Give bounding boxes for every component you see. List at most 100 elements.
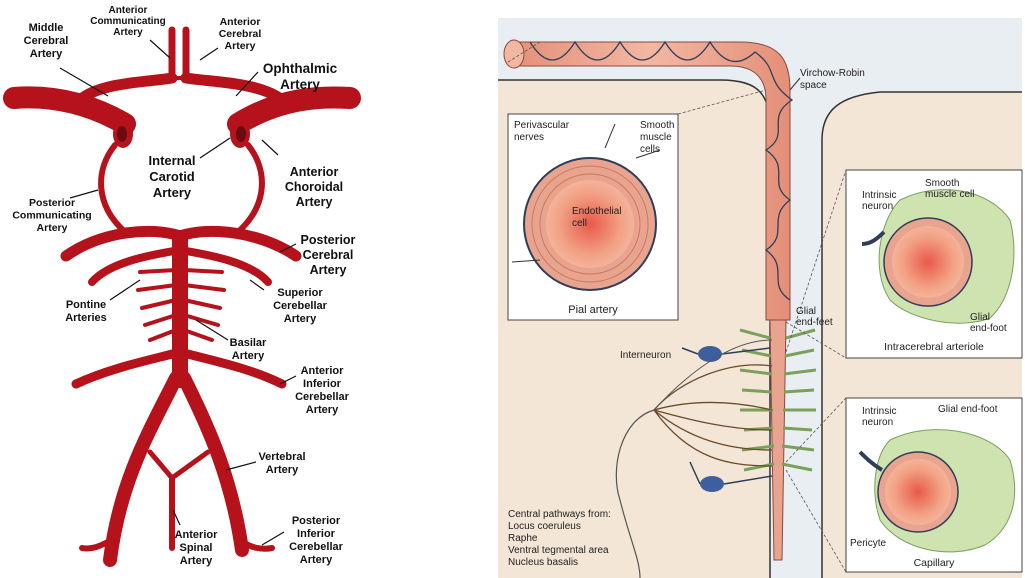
label-anterior-choroidal-artery-line-3: Artery [296,195,333,209]
neurovascular-unit-diagram: Perivascularnerves Smoothmusclecells End… [498,18,1022,578]
label-central-pathways-line-3: Raphe [508,533,538,544]
label-superior-cerebellar-artery-line-3: Artery [284,313,317,325]
label-anterior-spinal-artery-line-2: Spinal [179,542,212,554]
label-anterior-choroidal-artery-line-2: Choroidal [285,180,343,194]
anterior-inferior-cerebellar-left [76,352,180,384]
label-vertebral-artery: VertebralArtery [258,451,305,476]
label-anterior-choroidal-artery: AnteriorChoroidalArtery [285,165,343,209]
label-posterior-inferior-cerebellar-artery-line-1: Posterior [292,515,341,527]
capillary-lumen [885,459,951,525]
label-smooth-muscle-cell-line-1: Smooth [925,178,959,189]
label-anterior-spinal-artery-line-1: Anterior [175,529,219,541]
posterior-communicating-left [101,145,125,232]
interneuron-cell-lower [700,476,724,492]
label-middle-cerebral-artery-line-3: Artery [30,48,63,60]
leader-pica [262,532,284,545]
label-intrinsic-neuron-bottom-line-2: neuron [862,417,893,428]
leader-anterior-cerebral [200,48,218,60]
label-central-pathways-line-2: Locus coeruleus [508,521,581,532]
interneuron-cell-upper [698,346,722,362]
label-smooth-muscle-cells-line-2: muscle [640,132,672,143]
label-posterior-cerebral-artery-line-1: Posterior [301,233,356,247]
pial-artery-lumen [546,180,634,268]
label-pericyte: Pericyte [850,538,887,549]
label-posterior-cerebral-artery-line-2: Cerebral [303,248,354,262]
label-intrinsic-neuron-top-line-2: neuron [862,201,893,212]
label-ophthalmic-artery-line-2: Artery [280,77,320,92]
label-intrinsic-neuron-top-line-1: Intrinsic [862,190,896,201]
label-anterior-communicating-artery-line-1: Anterior [109,5,148,16]
aca-to-mca-left [80,78,172,100]
label-posterior-cerebral-artery: PosteriorCerebralArtery [301,233,356,277]
label-basilar-artery-line-1: Basilar [230,337,267,349]
label-internal-carotid-artery-line-2: Carotid [149,169,195,184]
aca-to-mca-right [186,78,282,100]
label-anterior-choroidal-artery-line-1: Anterior [290,165,339,179]
middle-cerebral-artery-right [238,97,350,124]
label-middle-cerebral-artery-line-1: Middle [29,22,64,34]
label-posterior-inferior-cerebellar-artery-line-3: Cerebellar [289,541,344,553]
label-glial-end-feet-line-1: Glial [796,306,816,317]
label-virchow-robin-space-line-1: Virchow-Robin [800,68,865,79]
label-glial-end-foot-top-line-1: Glial [970,312,990,323]
label-anterior-cerebral-artery-line-2: Cerebral [219,28,262,40]
label-anterior-inferior-cerebellar-artery-line-3: Cerebellar [295,391,350,403]
leader-anterior-communicating [150,40,170,58]
label-capillary: Capillary [914,557,956,569]
label-intrinsic-neuron-bottom-line-1: Intrinsic [862,406,896,417]
superior-cerebellar-right [180,250,268,282]
label-smooth-muscle-cells-line-3: cells [640,144,660,155]
label-perivascular-nerves-line-1: Perivascular [514,120,570,131]
label-posterior-communicating-artery-line-2: Communicating [12,210,91,222]
label-glial-end-feet-line-2: end-feet [796,317,833,328]
label-pontine-arteries-line-2: Arteries [65,312,107,324]
label-anterior-communicating-artery-line-2: Communicating [90,16,166,27]
label-vertebral-artery-line-2: Artery [266,464,299,476]
label-basilar-artery-line-2: Artery [232,350,265,362]
posterior-communicating-right [238,145,262,232]
label-anterior-communicating-artery-line-3: Artery [113,27,143,38]
leader-anterior-choroidal [262,140,278,155]
label-smooth-muscle-cell-line-2: muscle cell [925,189,974,200]
label-vertebral-artery-line-1: Vertebral [258,451,305,463]
label-smooth-muscle-cells-line-1: Smooth [640,120,674,131]
label-anterior-inferior-cerebellar-artery-line-1: Anterior [301,365,345,377]
leader-pontine [110,280,140,300]
label-ophthalmic-artery-line-1: Ophthalmic [263,61,338,76]
label-posterior-inferior-cerebellar-artery-line-4: Artery [300,554,333,566]
label-central-pathways-line-1: Central pathways from: [508,509,611,520]
label-posterior-communicating-artery-line-1: Posterior [29,197,75,209]
label-glial-end-foot-bottom: Glial end-foot [938,404,998,415]
internal-carotid-left-lumen [117,126,127,142]
label-perivascular-nerves-line-2: nerves [514,132,544,143]
label-internal-carotid-artery-line-1: Internal [149,153,196,168]
label-anterior-cerebral-artery-line-1: Anterior [220,16,261,28]
label-anterior-spinal-artery-line-3: Artery [180,555,213,567]
label-central-pathways-line-5: Nucleus basalis [508,557,578,568]
leader-internal-carotid [200,138,230,158]
label-superior-cerebellar-artery-line-2: Cerebellar [273,300,328,312]
label-central-pathways-line-4: Ventral tegmental area [508,545,609,556]
label-anterior-inferior-cerebellar-artery-line-4: Artery [306,404,339,416]
label-anterior-inferior-cerebellar-artery-line-2: Inferior [303,378,342,390]
label-middle-cerebral-artery-line-2: Cerebral [24,35,69,47]
anterior-spinal-join [150,452,208,478]
label-endothelial-cell-line-2: cell [572,218,587,229]
label-anterior-cerebral-artery-line-3: Artery [225,40,256,52]
middle-cerebral-artery-left [14,97,125,124]
label-posterior-inferior-cerebellar-artery-line-2: Inferior [297,528,336,540]
